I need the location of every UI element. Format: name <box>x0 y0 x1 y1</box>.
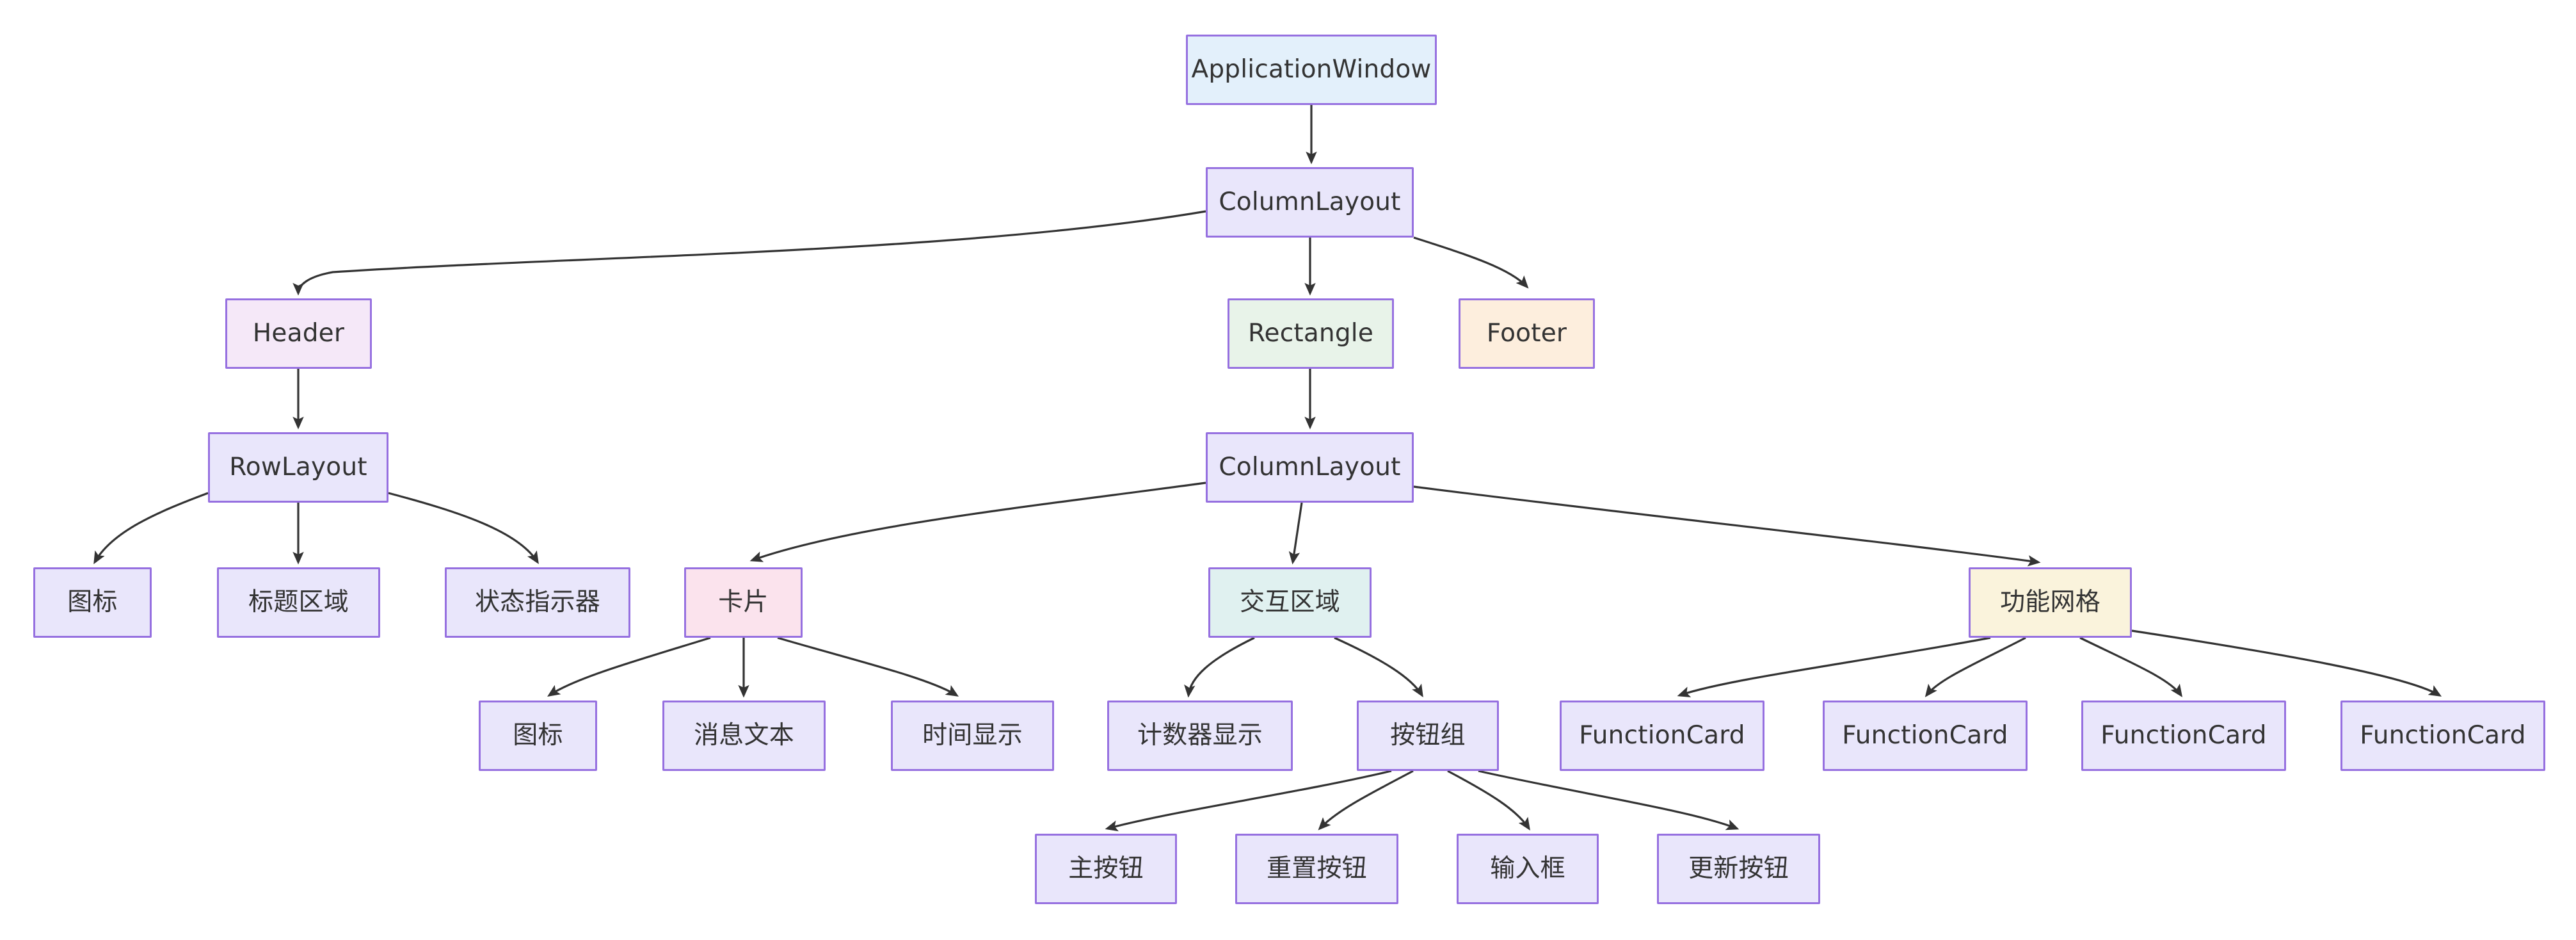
node-label: 重置按钮 <box>1267 854 1367 883</box>
node-inputbox[interactable]: 输入框 <box>1457 834 1599 904</box>
node-label: 主按钮 <box>1068 854 1144 883</box>
node-msgtext[interactable]: 消息文本 <box>662 701 826 771</box>
node-icon2[interactable]: 图标 <box>479 701 597 771</box>
node-col2[interactable]: ColumnLayout <box>1206 432 1414 503</box>
node-label: 标题区域 <box>248 587 349 617</box>
node-interact[interactable]: 交互区域 <box>1208 567 1372 638</box>
node-fcard1[interactable]: FunctionCard <box>1560 701 1764 771</box>
node-label: Rectangle <box>1247 318 1374 348</box>
node-label: 消息文本 <box>694 720 794 750</box>
node-label: ColumnLayout <box>1219 187 1401 216</box>
node-updatebtn[interactable]: 更新按钮 <box>1657 834 1820 904</box>
node-counter[interactable]: 计数器显示 <box>1107 701 1293 771</box>
node-label: 图标 <box>67 587 118 617</box>
node-card[interactable]: 卡片 <box>684 567 803 638</box>
node-label: 卡片 <box>718 587 769 617</box>
node-fcard2[interactable]: FunctionCard <box>1823 701 2028 771</box>
node-label: FunctionCard <box>2360 720 2526 750</box>
node-col1[interactable]: ColumnLayout <box>1206 167 1414 238</box>
node-label: ApplicationWindow <box>1191 54 1432 84</box>
node-label: 计数器显示 <box>1137 720 1263 750</box>
node-label: 交互区域 <box>1240 587 1340 617</box>
node-resetbtn[interactable]: 重置按钮 <box>1235 834 1398 904</box>
node-label: 输入框 <box>1490 854 1565 883</box>
node-footer[interactable]: Footer <box>1459 298 1595 369</box>
node-icon1[interactable]: 图标 <box>33 567 152 638</box>
node-statusind[interactable]: 状态指示器 <box>445 567 630 638</box>
node-grid[interactable]: 功能网格 <box>1969 567 2132 638</box>
node-titlearea[interactable]: 标题区域 <box>217 567 380 638</box>
node-label: RowLayout <box>229 452 367 482</box>
node-btngroup[interactable]: 按钮组 <box>1357 701 1499 771</box>
node-label: 功能网格 <box>2000 587 2100 617</box>
node-app[interactable]: ApplicationWindow <box>1186 35 1437 105</box>
node-label: ColumnLayout <box>1219 452 1401 482</box>
node-label: Header <box>252 318 345 348</box>
node-label: 更新按钮 <box>1688 854 1789 883</box>
node-label: FunctionCard <box>1579 720 1745 750</box>
node-label: 状态指示器 <box>474 587 600 617</box>
node-label: FunctionCard <box>2100 720 2267 750</box>
node-mainbtn[interactable]: 主按钮 <box>1035 834 1177 904</box>
node-rowlayout[interactable]: RowLayout <box>208 432 388 503</box>
node-label: 按钮组 <box>1390 720 1466 750</box>
node-label: 图标 <box>513 720 563 750</box>
node-label: Footer <box>1486 318 1567 348</box>
node-fcard4[interactable]: FunctionCard <box>2340 701 2545 771</box>
node-label: 时间显示 <box>922 720 1023 750</box>
node-header[interactable]: Header <box>225 298 372 369</box>
node-rect[interactable]: Rectangle <box>1228 298 1394 369</box>
node-fcard3[interactable]: FunctionCard <box>2081 701 2286 771</box>
node-label: FunctionCard <box>1842 720 2008 750</box>
node-timedisp[interactable]: 时间显示 <box>891 701 1054 771</box>
